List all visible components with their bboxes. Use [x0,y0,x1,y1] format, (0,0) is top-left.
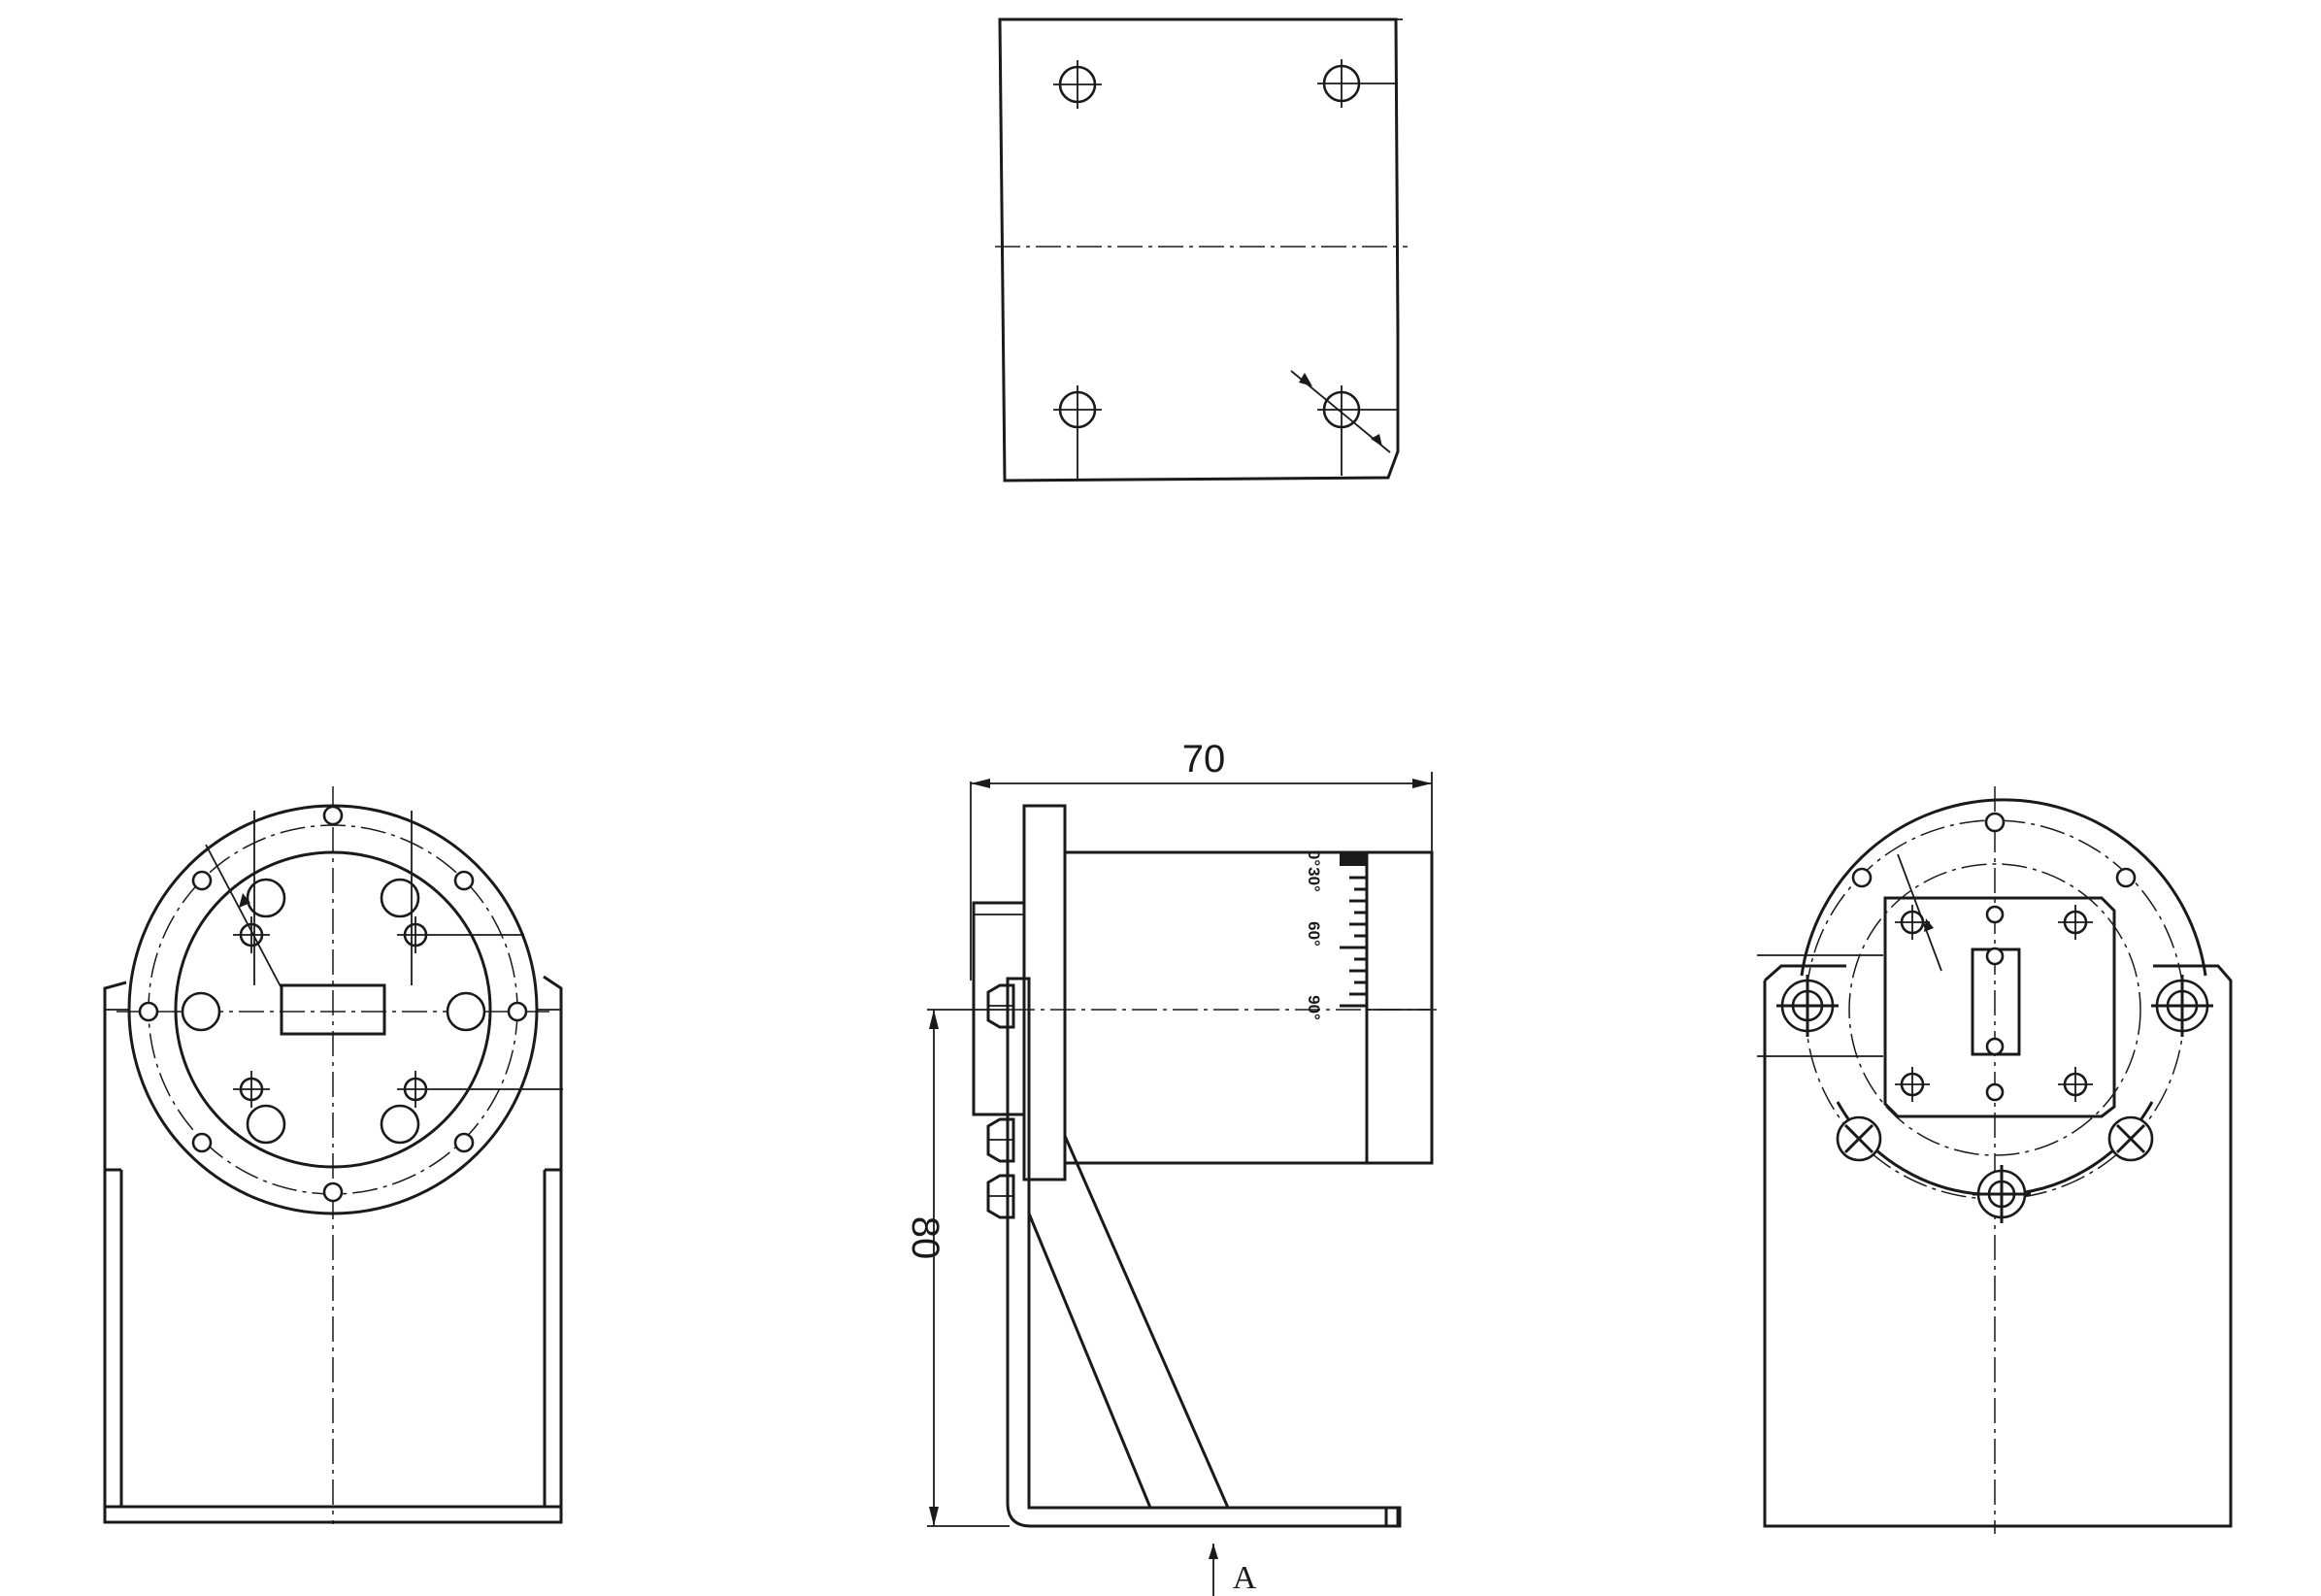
mounting-bolt [1973,1165,2031,1223]
scale-mark-90: 90° [1305,995,1323,1020]
cross-bolt [1836,1115,1882,1162]
scale-mark-60: 60° [1305,921,1323,947]
plate-hole [1053,385,1102,481]
scale-mark-0: 0° [1305,850,1323,866]
flange-bolt-hole [1851,812,2137,888]
height-dimension: 80 [904,1216,946,1260]
angle-scale: 0° 30° 60° 90° [1305,850,1367,1020]
bracket-bolt [986,983,1015,1029]
side-view: 70 80 [904,738,1437,1596]
flange-thread-hole [233,916,563,1108]
width-dimension: 70 [1182,738,1226,781]
front-view-right [1757,786,2233,1534]
scale-mark-30: 30° [1305,867,1323,892]
top-view-plate [995,17,1408,482]
plate-hole [1290,370,1398,476]
view-arrow-a: A [1209,1544,1257,1596]
mounting-bolt [2151,975,2213,1037]
mounting-bolt [1776,975,1839,1037]
flange-bolt-hole [138,805,528,1203]
plate-hole [1317,59,1398,108]
plate-hole [1053,60,1102,109]
flange-thread-hole [1895,905,2093,1102]
bracket-bolt [986,1117,1015,1163]
cross-bolt [2107,1115,2154,1162]
front-view-left [103,786,563,1524]
bracket-bolt [986,1174,1015,1219]
view-label: A [1233,1560,1257,1596]
